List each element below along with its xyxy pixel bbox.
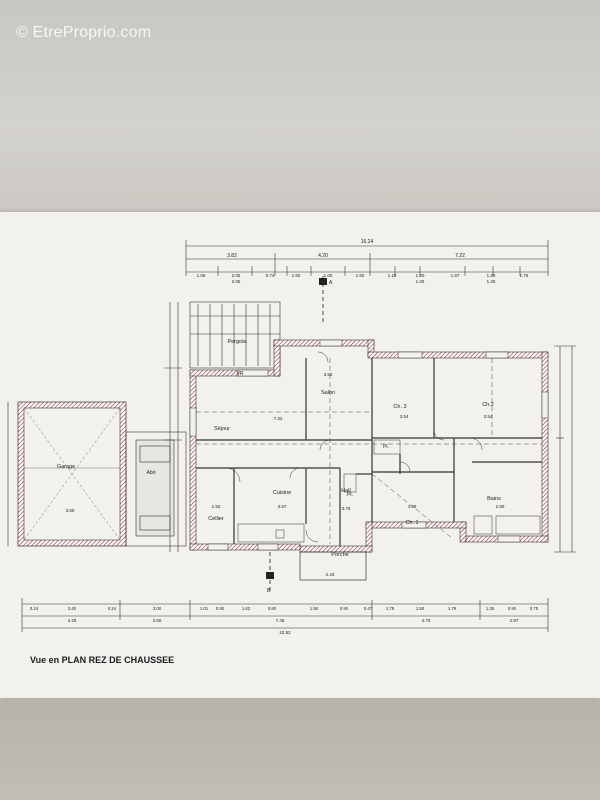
room-label-pl-2: Pl.	[347, 492, 353, 498]
dim-hall: 3.75	[342, 506, 351, 511]
room-label-cellier: Cellier	[208, 516, 224, 522]
dim-top-total: 16.24	[361, 239, 374, 245]
dim-top-r2-2: 7.22	[455, 253, 465, 259]
dim-bot-r1-9: 0.90	[340, 606, 349, 611]
room-label-cuisine: Cuisine	[273, 490, 291, 496]
room-label-hall: Hall	[341, 488, 350, 494]
dim-sejour: 7.32	[274, 416, 283, 421]
bottom-dimension-lines	[21, 598, 549, 632]
dim-bot-r1-16: 0.75	[530, 606, 539, 611]
room-label-pergola: Pergola	[228, 339, 248, 345]
plan-caption: Vue en PLAN REZ DE CHAUSSEE	[30, 655, 175, 665]
room-label-porche: Porche	[331, 552, 348, 558]
dim-bot-r1-10: 0.47	[364, 606, 373, 611]
door-swings	[225, 351, 483, 543]
dim-cuisine: 3.57	[278, 504, 287, 509]
dim-bot-r1-13: 1.79	[448, 606, 457, 611]
dim-bot-r2-0: 4.28	[68, 618, 77, 623]
abri-carport	[125, 431, 187, 547]
room-label-ch1: Ch. 1	[405, 520, 418, 526]
dim-bot-r1-6: 1.62	[242, 606, 251, 611]
dim-bot-r2-2: 7.45	[276, 618, 285, 623]
dim-top-r3-5: 1.50	[356, 273, 365, 278]
section-mark-a-flag	[319, 278, 327, 285]
room-label-pl-1: Pl.	[383, 444, 389, 450]
dim-top-r3-9: 1.20	[487, 273, 496, 278]
dim-bot-total: 22.52	[279, 630, 291, 635]
floor-plan-drawing: 16.24 3.82 4.20 7.22 1.06 2.05 0.74 1.50…	[7, 239, 576, 635]
dim-top-r3b-2: 1.25	[487, 279, 496, 284]
dim-top-r3-7: 1.20	[416, 273, 425, 278]
pergola-structure	[189, 301, 281, 369]
dim-bot-r1-12: 1.50	[416, 606, 425, 611]
dim-bot-r2-1: 3.60	[153, 618, 162, 623]
dim-bot-r1-0: 0.24	[30, 606, 39, 611]
beam-lines	[196, 358, 542, 544]
dim-top-r3-3: 1.50	[292, 273, 301, 278]
dim-ch1: 4.06	[408, 504, 417, 509]
dim-bot-r1-2: 0.24	[108, 606, 117, 611]
label-vr: VR	[237, 371, 244, 377]
watermark: © EtreProprio.com	[16, 24, 152, 41]
room-label-abri: Abri	[147, 470, 156, 476]
dim-top-r3-1: 2.05	[232, 273, 241, 278]
dim-bot-r2-4: 2.97	[510, 618, 519, 623]
dim-top-r3-6: 1.10	[388, 273, 397, 278]
dim-top-r3-8: 1.97	[451, 273, 460, 278]
dim-bot-r1-11: 1.79	[386, 606, 395, 611]
dim-top-r3-0: 1.06	[197, 273, 206, 278]
dim-bot-r1-1: 3.40	[68, 606, 77, 611]
left-dimension-lines	[7, 302, 182, 552]
dim-top-r3b-0: 2.05	[232, 279, 241, 284]
section-mark-b-flag	[266, 572, 274, 579]
dim-porche: 2.43	[326, 572, 335, 577]
dim-cellier: 1.92	[212, 504, 221, 509]
top-dimension-lines	[185, 240, 549, 276]
dim-top-r2-0: 3.82	[227, 253, 237, 259]
dim-garage-width: 3.60	[66, 508, 75, 513]
floor-plan-sheet: 16.24 3.82 4.20 7.22 1.06 2.05 0.74 1.50…	[0, 212, 600, 698]
room-label-salon: Salon	[321, 390, 335, 396]
dim-bot-r1-8: 1.50	[310, 606, 319, 611]
section-mark-b: B	[267, 588, 271, 594]
dim-bot-r2-3: 4.75	[422, 618, 431, 623]
room-label-ch3: Ch. 3	[393, 404, 406, 410]
dim-top-r3-4: 1.00	[324, 273, 333, 278]
windows	[189, 339, 549, 551]
dim-bot-r1-7: 0.80	[268, 606, 277, 611]
porche-outline	[299, 551, 367, 581]
dim-top-r3b-1: 1.25	[416, 279, 425, 284]
dim-salon: 3.50	[324, 372, 333, 377]
dim-bot-r1-15: 0.90	[508, 606, 517, 611]
dim-bot-r1-5: 0.90	[216, 606, 225, 611]
dim-bot-r1-4: 1.01	[200, 606, 209, 611]
dim-bot-r1-14: 1.35	[486, 606, 495, 611]
dim-ch3: 3.54	[400, 414, 409, 419]
room-label-sejour: Séjour	[214, 426, 230, 432]
background-table	[0, 700, 600, 800]
dim-ch2: 3.54	[484, 414, 493, 419]
room-label-bains: Bains	[487, 496, 501, 502]
right-dimension-lines	[554, 345, 576, 553]
section-mark-a: A	[329, 280, 333, 286]
dim-top-r2-1: 4.20	[318, 253, 328, 259]
dim-top-r3-10: 1.75	[520, 273, 529, 278]
room-label-garage: Garage	[57, 464, 75, 470]
house-interior-walls	[196, 358, 542, 546]
dim-top-r3-2: 0.74	[266, 273, 275, 278]
background-wall-top	[0, 0, 600, 215]
dim-bot-r1-3: 3.00	[153, 606, 162, 611]
dim-bains: 2.90	[496, 504, 505, 509]
fixtures	[237, 439, 541, 543]
room-label-ch2: Ch.2	[482, 402, 494, 408]
garage-walls	[17, 401, 127, 547]
